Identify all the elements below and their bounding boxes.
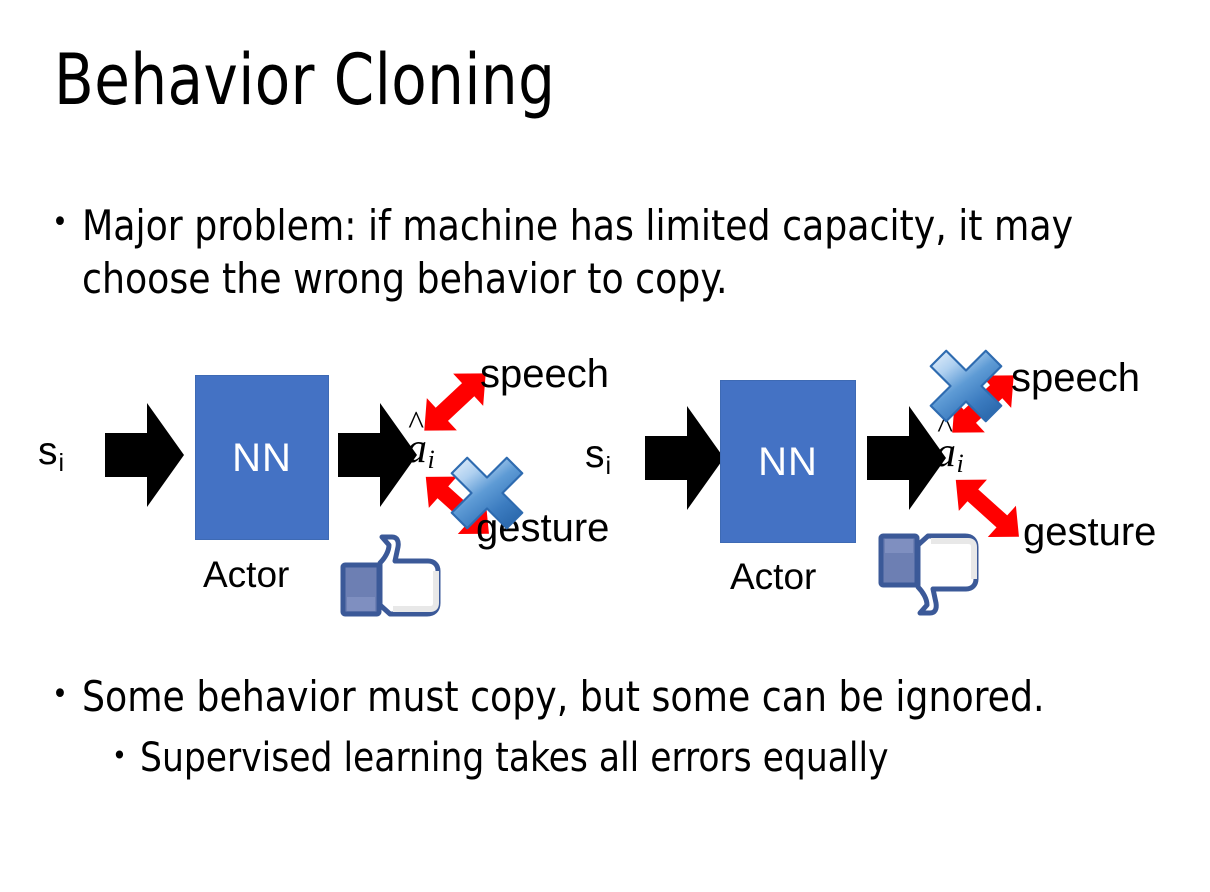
output-arrow-left-icon [338, 395, 418, 515]
branch-label-speech-left: speech [480, 352, 609, 396]
hat-accent-icon: ^ [408, 405, 425, 443]
state-subscript: i [58, 449, 65, 477]
bullet-top: • Major problem: if machine has limited … [52, 200, 1142, 305]
input-arrow-right-icon [645, 398, 725, 518]
branch-label-speech-right: speech [1011, 356, 1140, 400]
bullet-row: • Supervised learning takes all errors e… [112, 734, 1172, 782]
output-subscript: i [956, 448, 964, 478]
page-title: Behavior Cloning [54, 39, 556, 121]
output-symbol: ^a [406, 405, 427, 472]
bullet-bottom-level2-text: Supervised learning takes all errors equ… [139, 735, 889, 781]
state-label-left: si [38, 430, 64, 476]
nn-box-label: NN [232, 435, 292, 480]
branch-arrow-speech-left-icon [405, 350, 505, 455]
actor-caption-left: Actor [203, 554, 290, 595]
bullet-row: • Some behavior must copy, but some can … [52, 672, 1172, 722]
state-symbol: s [38, 430, 58, 473]
state-symbol: s [585, 433, 605, 476]
state-subscript: i [605, 452, 612, 480]
branch-arrow-gesture-right-icon [935, 458, 1040, 558]
diagram-right: si NN Actor ^ai [575, 340, 1190, 630]
diagram-left: si NN Actor ^ai [20, 340, 620, 630]
feedback-thumbs-up-icon [335, 525, 445, 625]
bullet-bottom-level1: • Some behavior must copy, but some can … [52, 672, 1172, 722]
state-label-right: si [585, 433, 611, 479]
branch-label-gesture-right: gesture [1023, 510, 1157, 554]
bullet-row: • Major problem: if machine has limited … [52, 200, 1142, 305]
nn-box-label: NN [758, 439, 818, 484]
nn-box-right: NN [720, 380, 856, 543]
bullet-marker-icon: • [52, 677, 68, 712]
bullet-bottom-level2: • Supervised learning takes all errors e… [112, 734, 1172, 782]
nn-box-left: NN [195, 375, 329, 540]
bullet-marker-icon: • [52, 205, 68, 240]
actor-caption-right: Actor [730, 556, 817, 597]
input-arrow-left-icon [105, 395, 185, 515]
bullet-bottom-level1-text: Some behavior must copy, but some can be… [81, 672, 1045, 721]
bullet-marker-icon: • [112, 739, 127, 772]
cross-out-gesture-left-icon [444, 450, 530, 536]
output-subscript: i [427, 444, 435, 474]
bullet-top-text: Major problem: if machine has limited ca… [81, 201, 1074, 303]
cross-out-speech-right-icon [923, 343, 1009, 429]
output-label-left: ^ai [406, 405, 435, 472]
feedback-thumbs-down-icon [873, 520, 983, 630]
output-arrow-right-icon [867, 398, 947, 518]
